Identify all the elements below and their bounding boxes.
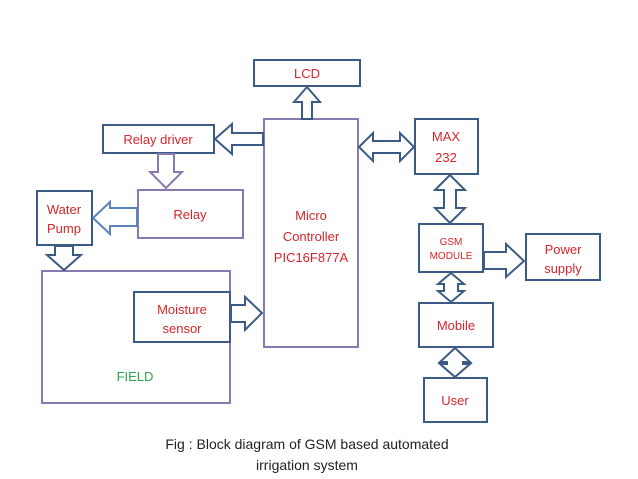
power-supply-box xyxy=(525,233,601,281)
user-box xyxy=(423,377,488,423)
power-supply-label-line2: supply xyxy=(544,261,582,276)
moisture-sensor-box xyxy=(133,291,231,343)
microcontroller-label-line2: Controller xyxy=(283,229,340,244)
relay-box xyxy=(137,189,244,239)
relay-label: Relay xyxy=(173,207,207,222)
arrow-mcu-to-lcd-icon xyxy=(291,85,323,120)
water-pump-label-line2: Pump xyxy=(47,221,81,236)
moisture-sensor-label-line2: sensor xyxy=(162,321,202,336)
caption-line2: irrigation system xyxy=(256,457,358,473)
microcontroller-label-line1: Micro xyxy=(295,208,327,223)
mobile-label: Mobile xyxy=(437,318,475,333)
max232-box xyxy=(414,118,479,175)
arrow-max232-gsm-bidirectional-icon xyxy=(432,173,468,225)
gsm-module-label-line1: GSM xyxy=(440,237,463,248)
moisture-sensor-label-line1: Moisture xyxy=(157,302,207,317)
user-label: User xyxy=(441,393,469,408)
arrow-moisture-to-mcu-icon xyxy=(230,294,264,333)
mobile-box xyxy=(418,302,494,348)
max232-label-line1: MAX xyxy=(432,129,461,144)
microcontroller-box xyxy=(263,118,359,348)
arrow-relay-to-water-pump-icon xyxy=(91,199,138,237)
microcontroller-label-line3: PIC16F877A xyxy=(274,250,349,265)
power-supply-label-line1: Power xyxy=(545,242,583,257)
gsm-module-box xyxy=(418,223,484,273)
arrow-mcu-to-relay-driver-icon xyxy=(213,121,264,157)
water-pump-label-line1: Water xyxy=(47,202,82,217)
arrow-gsm-mobile-bidirectional-icon xyxy=(435,271,467,304)
water-pump-box xyxy=(36,190,93,246)
field-label: FIELD xyxy=(117,369,154,384)
relay-driver-label: Relay driver xyxy=(123,132,193,147)
caption-line1: Fig : Block diagram of GSM based automat… xyxy=(165,436,448,452)
arrow-mobile-user-bidirectional-icon xyxy=(437,346,473,379)
arrow-gsm-to-power-supply-icon xyxy=(483,241,526,280)
max232-label-line2: 232 xyxy=(435,150,457,165)
gsm-module-label-line2: MODULE xyxy=(430,251,473,262)
arrow-relay-driver-to-relay-icon xyxy=(147,153,185,190)
arrow-water-pump-to-field-icon xyxy=(44,245,84,272)
lcd-label: LCD xyxy=(294,66,320,81)
arrow-mcu-max232-bidirectional-icon xyxy=(357,130,416,164)
